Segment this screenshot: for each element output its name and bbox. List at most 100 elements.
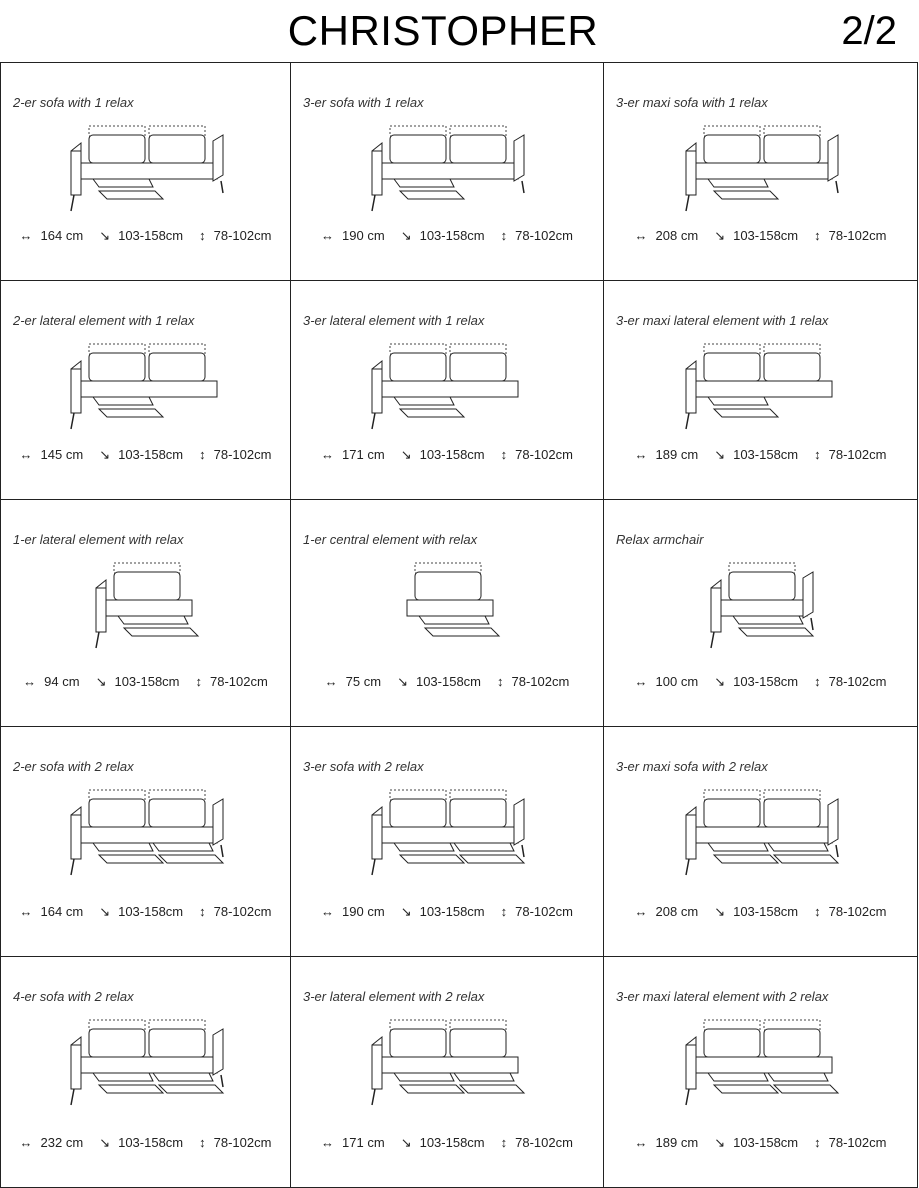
height-dimension: ↕78-102cm [500,1135,573,1150]
dimensions-row: ↔171 cm↘103-158cm↕78-102cm [291,447,603,463]
sofa-diagram-icon [684,789,839,876]
product-label: 3-er sofa with 1 relax [303,95,424,110]
height-arrow-icon: ↕ [199,228,206,243]
height-dimension: ↕78-102cm [814,674,887,689]
width-dimension: ↔145 cm [19,447,84,462]
width-dimension: ↔171 cm [321,1135,385,1150]
product-cell: 3-er sofa with 1 relax↔190 cm↘103-158cm↕… [291,63,604,281]
depth-dimension: ↘103-158cm [714,904,799,919]
dimensions-row: ↔75 cm↘103-158cm↕78-102cm [291,674,603,690]
width-dimension: ↔164 cm [19,904,84,919]
product-label: 2-er sofa with 1 relax [13,95,134,110]
dimensions-row: ↔232 cm↘103-158cm↕78-102cm [1,1135,290,1151]
dimensions-row: ↔208 cm ↘103-158cm ↕78-102cm [604,228,917,244]
product-label: 1-er central element with relax [303,532,478,547]
depth-arrow-icon: ↘ [99,904,111,919]
dimensions-row: ↔189 cm↘103-158cm↕78-102cm [604,447,917,463]
height-arrow-icon: ↕ [814,1135,821,1150]
dimensions-row: ↔190 cm↘103-158cm↕78-102cm [291,228,603,244]
depth-dimension: ↘103-158cm [714,228,799,243]
dimensions-row: ↔189 cm↘103-158cm↕78-102cm [604,1135,917,1151]
height-dimension: ↕78-102cm [199,228,272,243]
product-label: 1-er lateral element with relax [13,532,184,547]
width-arrow-icon: ↔ [634,674,648,689]
page-title: CHRISTOPHER [287,7,599,54]
height-arrow-icon: ↕ [814,447,821,462]
depth-dimension: ↘103-158cm [99,447,184,462]
sofa-diagram-icon [684,1019,839,1106]
width-arrow-icon: ↔ [321,447,335,462]
sofa-diagram-icon [69,125,224,212]
height-dimension: ↕78-102cm [199,447,272,462]
depth-dimension: ↘103-158cm [400,1135,485,1150]
product-cell: 3-er maxi sofa with 2 relax↔208 cm↘103-1… [604,727,918,957]
depth-arrow-icon: ↘ [714,1135,726,1150]
dimensions-row: ↔145 cm ↘103-158cm ↕78-102cm [1,447,290,463]
depth-arrow-icon: ↘ [714,674,726,689]
dimensions-row: ↔100 cm↘103-158cm↕78-102cm [604,674,917,690]
depth-arrow-icon: ↘ [400,228,412,243]
height-arrow-icon: ↕ [199,1135,206,1150]
height-arrow-icon: ↕ [500,228,508,243]
height-arrow-icon: ↕ [199,447,206,462]
width-dimension: ↔232 cm [19,1135,84,1150]
depth-arrow-icon: ↘ [400,1135,412,1150]
dimensions-row: ↔164 cm↘103-158cm↕78-102cm [1,228,290,244]
product-cell: 4-er sofa with 2 relax↔232 cm↘103-158cm↕… [0,957,291,1188]
product-cell: 2-er lateral element with 1 relax ↔145 cm… [0,281,291,500]
height-arrow-icon: ↕ [199,904,206,919]
product-label: 2-er sofa with 2 relax [13,759,134,774]
depth-arrow-icon: ↘ [99,228,111,243]
height-arrow-icon: ↕ [500,1135,508,1150]
width-arrow-icon: ↔ [321,904,335,919]
width-dimension: ↔94 cm [23,674,80,689]
height-arrow-icon: ↕ [497,674,504,689]
depth-arrow-icon: ↘ [397,674,408,689]
height-dimension: ↕78-102cm [199,904,272,919]
depth-dimension: ↘103-158cm [99,1135,184,1150]
product-cell: 3-er lateral element with 2 relax ↔171 cm… [291,957,604,1188]
width-arrow-icon: ↔ [19,1135,33,1150]
depth-dimension: ↘103-158cm [400,904,485,919]
width-dimension: ↔189 cm [634,1135,699,1150]
width-arrow-icon: ↔ [19,228,33,243]
width-dimension: ↔208 cm [634,904,699,919]
height-arrow-icon: ↕ [500,447,508,462]
width-dimension: ↔208 cm [634,228,699,243]
product-label: 3-er maxi lateral element with 1 relax [616,313,829,328]
depth-arrow-icon: ↘ [95,674,107,689]
dimensions-row: ↔190 cm↘103-158cm↕78-102cm [291,904,603,920]
product-cell: 2-er sofa with 1 relax ↔164 cm↘103-158cm↕… [0,63,291,281]
product-grid: 2-er sofa with 1 relax↔164 cm↘103-158cm↕… [0,62,918,1188]
width-arrow-icon: ↔ [324,674,338,689]
width-arrow-icon: ↔ [19,447,33,462]
sofa-diagram-icon [371,125,525,212]
sofa-diagram-icon [69,343,217,430]
height-dimension: ↕78-102cm [814,228,887,243]
product-cell: 1-er lateral element with relax ↔94 cm ↘10… [0,500,291,727]
width-dimension: ↔171 cm [321,447,385,462]
sofa-diagram-icon [371,789,526,876]
depth-arrow-icon: ↘ [99,1135,111,1150]
width-arrow-icon: ↔ [321,1135,335,1150]
product-label: 3-er maxi sofa with 1 relax [616,95,768,110]
product-cell: 3-er maxi lateral element with 2 relax↔1… [604,957,918,1188]
width-arrow-icon: ↔ [321,228,335,243]
product-cell: 3-er lateral element with 1 relax↔171 cm… [291,281,604,500]
sofa-diagram-icon [709,562,814,649]
depth-dimension: ↘103-158cm [95,674,180,689]
width-dimension: ↔100 cm [634,674,699,689]
width-arrow-icon: ↔ [23,674,37,689]
sofa-diagram-icon [94,562,199,649]
sofa-diagram-icon [684,125,839,212]
product-cell: 1-er central element with relax ↔75 cm↘10… [291,500,604,727]
depth-dimension: ↘103-158cm [400,447,485,462]
height-arrow-icon: ↕ [195,674,203,689]
product-label: 3-er lateral element with 2 relax [303,989,485,1004]
height-dimension: ↕78-102cm [814,1135,887,1150]
dimensions-row: ↔94 cm↘103-158cm↕78-102cm [1,674,290,690]
depth-arrow-icon: ↘ [400,904,412,919]
product-label: 2-er lateral element with 1 relax [13,313,195,328]
sofa-diagram-icon [69,1019,224,1106]
width-dimension: ↔190 cm [321,228,385,243]
